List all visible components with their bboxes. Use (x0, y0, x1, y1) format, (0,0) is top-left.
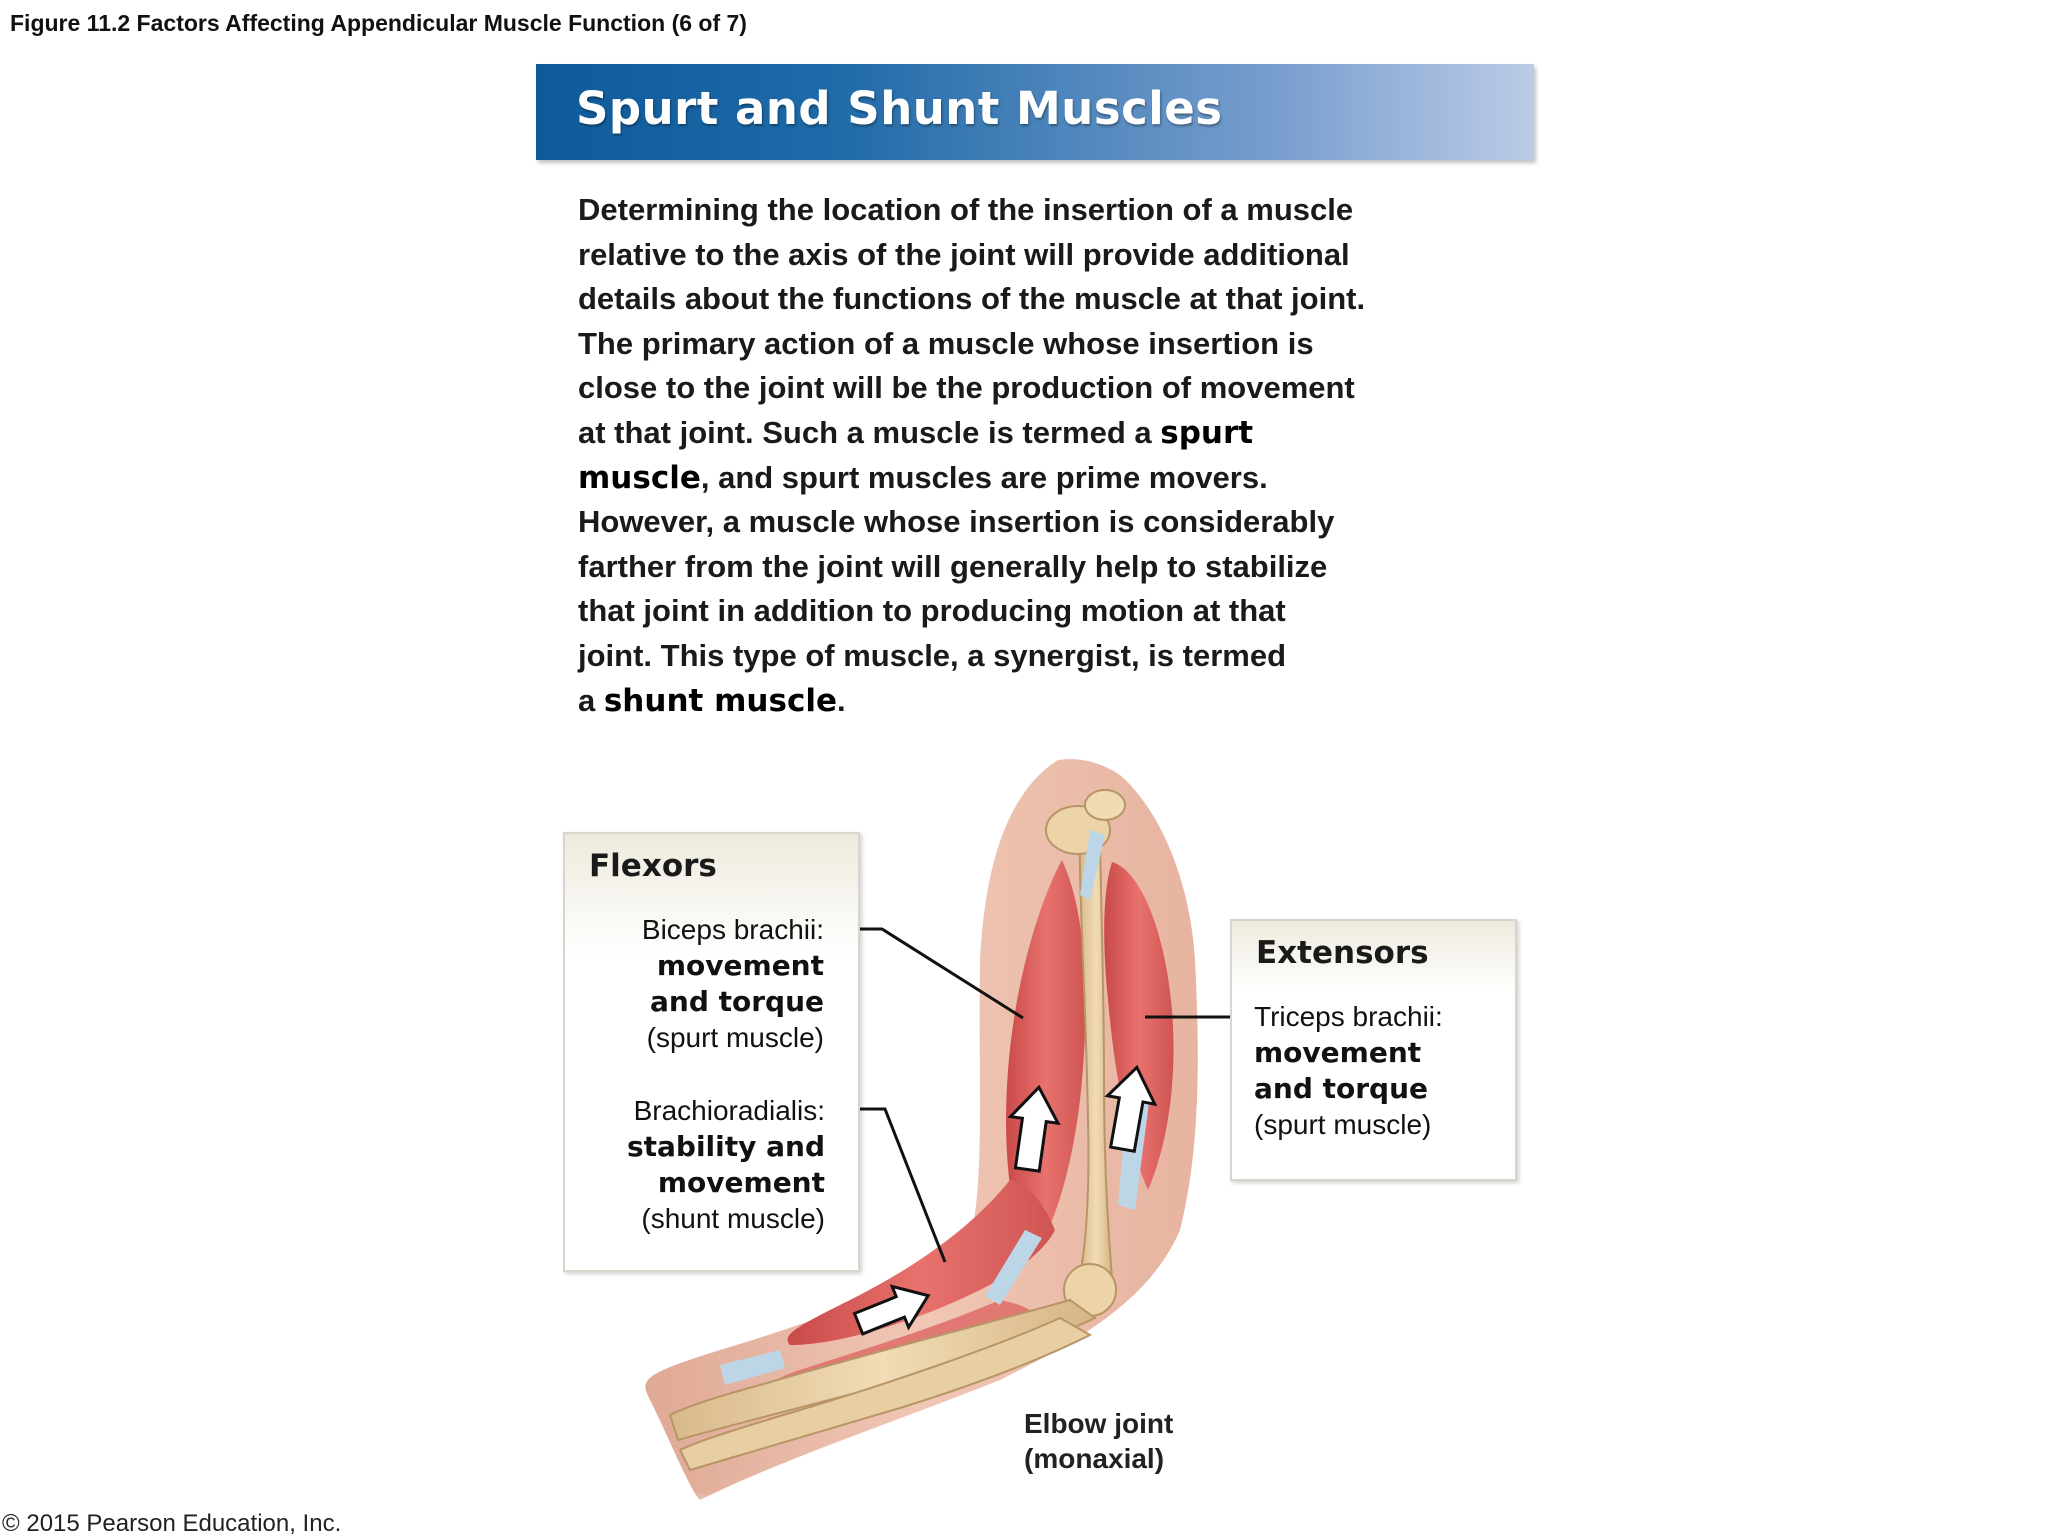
paragraph-line: However, a muscle whose insertion is con… (578, 504, 1335, 540)
term-muscle: muscle (578, 459, 701, 496)
paragraph-line: muscle, and spurt muscles are prime move… (578, 456, 1438, 501)
description-paragraph: Determining the location of the insertio… (578, 188, 1438, 723)
extensors-box: Extensors (1230, 919, 1517, 1181)
biceps-tendon (985, 1230, 1042, 1305)
banner-title: Spurt and Shunt Muscles (576, 82, 1223, 135)
copyright-notice: © 2015 Pearson Education, Inc. (2, 1510, 342, 1537)
paragraph-text: . (836, 682, 846, 718)
paragraph-line: a shunt muscle. (578, 679, 1438, 724)
elbow-joint-label: Elbow joint (monaxial) (1024, 1406, 1173, 1476)
paragraph-line: that joint in addition to producing moti… (578, 593, 1286, 629)
brachioradialis-role: stability and (626, 1130, 825, 1163)
triceps-role: movement (1254, 1036, 1422, 1069)
triceps-type: (spurt muscle) (1254, 1109, 1432, 1140)
shoulder-tendon (1080, 830, 1105, 900)
flexors-heading: Flexors (589, 848, 717, 884)
paragraph-line: close to the joint will be the productio… (578, 370, 1355, 406)
elbow-joint-type: (monaxial) (1024, 1443, 1165, 1474)
wrist-tendon (720, 1350, 785, 1385)
brachioradialis-role: movement (657, 1166, 825, 1199)
brachioradialis-name: Brachioradialis: (633, 1095, 825, 1126)
brachioradialis-muscle (787, 1180, 1055, 1345)
brachioradialis-type: (shunt muscle) (641, 1203, 825, 1234)
paragraph-text: , and spurt muscles are prime movers. (700, 459, 1268, 495)
paragraph-line: relative to the axis of the joint will p… (578, 236, 1350, 272)
title-banner: Spurt and Shunt Muscles (536, 64, 1534, 160)
triceps-label: Triceps brachii: movement and torque (sp… (1254, 999, 1524, 1143)
biceps-role: and torque (649, 985, 824, 1018)
triceps-muscle (1104, 862, 1174, 1190)
triceps-name: Triceps brachii: (1254, 1001, 1443, 1032)
elbow-joint-name: Elbow joint (1024, 1408, 1174, 1439)
triceps-role: and torque (1254, 1072, 1429, 1105)
term-spurt: spurt (1160, 414, 1254, 451)
brachioradialis-label: Brachioradialis: stability and movement … (563, 1093, 825, 1237)
paragraph-text: a (578, 682, 604, 718)
paragraph-line: joint. This type of muscle, a synergist,… (578, 637, 1287, 673)
scapula-process (1084, 789, 1126, 821)
biceps-role: movement (656, 949, 824, 982)
biceps-name: Biceps brachii: (641, 914, 824, 945)
term-shunt-muscle: shunt muscle (603, 682, 837, 719)
arrow-icon (1007, 1084, 1061, 1173)
biceps-label: Biceps brachii: movement and torque (spu… (563, 912, 824, 1056)
arrow-icon (1104, 1064, 1158, 1153)
paragraph-line: details about the functions of the muscl… (578, 281, 1366, 317)
paragraph-line: The primary action of a muscle whose ins… (578, 325, 1314, 361)
flexors-box: Flexors (563, 832, 860, 1272)
extensors-heading: Extensors (1256, 935, 1429, 971)
figure-title: Figure 11.2 Factors Affecting Appendicul… (10, 10, 747, 36)
paragraph-text: at that joint. Such a muscle is termed a (578, 414, 1161, 450)
paragraph-line: at that joint. Such a muscle is termed a… (578, 411, 1438, 456)
brachioradialis-leader-line (846, 1107, 947, 1263)
biceps-type: (spurt muscle) (646, 1022, 824, 1053)
paragraph-line: farther from the joint will generally he… (578, 548, 1328, 584)
arrow-icon (852, 1284, 931, 1336)
paragraph-line: Determining the location of the insertio… (578, 192, 1354, 227)
